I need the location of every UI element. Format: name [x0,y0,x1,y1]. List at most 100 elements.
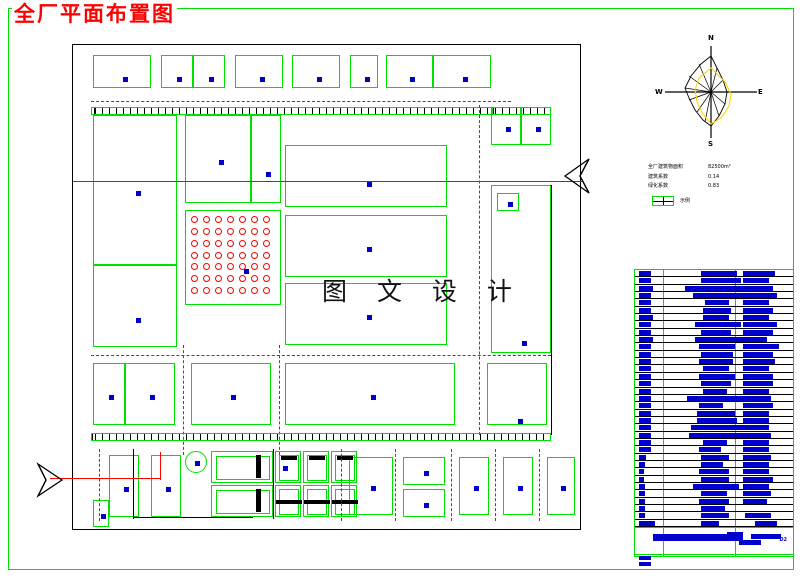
boundary-line-right-vert [551,185,553,435]
schedule-cell-text-block [701,506,725,511]
schedule-row [635,365,793,373]
building-label-marker [124,487,129,492]
schedule-cell-text-block [639,366,651,372]
schedule-cell-text-block [639,307,651,313]
tree-symbol-icon [251,216,258,223]
schedule-cell-text-block [743,447,769,453]
tree-symbol-icon [191,239,198,247]
building-label-marker [219,160,224,165]
building-label-marker [194,460,200,466]
schedule-cell-text-block [639,491,645,497]
tree-symbol-icon [263,263,270,271]
schedule-cell-text-block [743,293,777,299]
building-block [125,363,175,425]
building-block [93,363,125,425]
tree-symbol-icon [203,263,210,271]
tree-symbol-icon [215,216,222,223]
road-bottom-v4 [451,449,452,521]
schedule-cell-text-block [743,329,773,335]
schedule-cell-text-block [685,285,759,291]
wind-rose-west-label: W [655,88,663,96]
building-label-marker [365,77,370,82]
schedule-cell-text-block [743,381,773,387]
road-centerline-horizontal-top [91,101,511,102]
detail-black-bar [256,489,261,512]
detail-grid-cell [303,451,329,483]
building-block [403,457,445,485]
schedule-cell-text-block [639,395,651,401]
building-label-marker [522,341,527,346]
road-bottom-v5 [495,449,496,521]
tree-symbol-icon [239,227,246,235]
building-block [185,210,281,305]
legend-symbol-label: 示例 [680,198,691,204]
tree-symbol-icon [191,216,198,223]
schedule-cell-text-block [743,432,771,438]
schedule-cell-text-block [639,337,653,343]
schedule-row [635,402,793,410]
schedule-cell-text-block [639,278,651,284]
schedule-body: D2 [635,270,793,569]
building-label-marker [424,503,429,508]
building-label-marker [101,514,106,519]
schedule-footer-code: D2 [779,537,787,544]
building-label-marker [244,269,249,274]
schedule-cell-text-block [743,498,767,504]
building-label-marker [518,419,523,424]
schedule-footer-block [639,556,651,561]
schedule-cell-text-block [639,417,651,423]
schedule-cell-text-block [703,307,731,313]
tree-symbol-icon [251,227,258,235]
schedule-cell-text-block [699,359,733,365]
schedule-cell-text-block [705,300,729,306]
schedule-cell-text-block [755,520,777,526]
detail-grid-cell [331,485,358,517]
schedule-cell-text-block [691,425,743,431]
tree-symbol-icon [203,216,210,223]
tree-symbol-icon [239,263,246,271]
railway-strip-bottom [91,433,551,441]
schedule-cell-text-block [695,337,743,343]
tree-symbol-icon [251,263,258,271]
schedule-cell-text-block [699,373,735,379]
schedule-footer-block [639,562,651,567]
schedule-cell-text-block [699,344,735,350]
schedule-cell-text-block [639,454,646,460]
building-label-marker [506,127,511,132]
building-block [161,55,193,88]
tree-symbol-icon [215,227,222,235]
schedule-cell-text-block [639,410,651,416]
gate-arrow-left-icon [36,462,64,498]
schedule-cell-text-block [639,520,655,526]
schedule-cell-text-block [743,395,771,401]
schedule-cell-text-block [743,483,769,489]
schedule-cell-text-block [701,278,741,284]
schedule-cell-text-block [639,447,651,453]
schedule-row [635,417,793,425]
tree-symbol-icon [191,287,198,295]
schedule-cell-text-block [703,366,729,372]
schedule-cell-text-block [693,293,749,299]
building-block [285,215,447,277]
schedule-cell-text-block [639,483,645,489]
schedule-row [635,439,793,447]
building-label-marker [367,315,372,320]
schedule-cell-text-block [695,322,741,328]
schedule-row [635,520,793,528]
schedule-cell-text-block [743,359,775,365]
tree-symbol-icon [203,251,210,259]
building-block [235,55,283,88]
page-title: 全厂平面布置图 [12,2,177,26]
schedule-row [635,307,793,315]
schedule-row [635,432,793,439]
schedule-cell-text-block [639,373,651,379]
schedule-cell-text-block [701,351,733,357]
schedule-row [635,446,793,454]
gate-arrow-right-icon [563,158,590,194]
detail-building-inner [216,456,270,480]
schedule-cell-text-block [743,351,773,357]
schedule-cell-text-block [639,506,645,511]
building-label-marker [367,182,372,187]
schedule-cell-text-block [701,461,723,467]
